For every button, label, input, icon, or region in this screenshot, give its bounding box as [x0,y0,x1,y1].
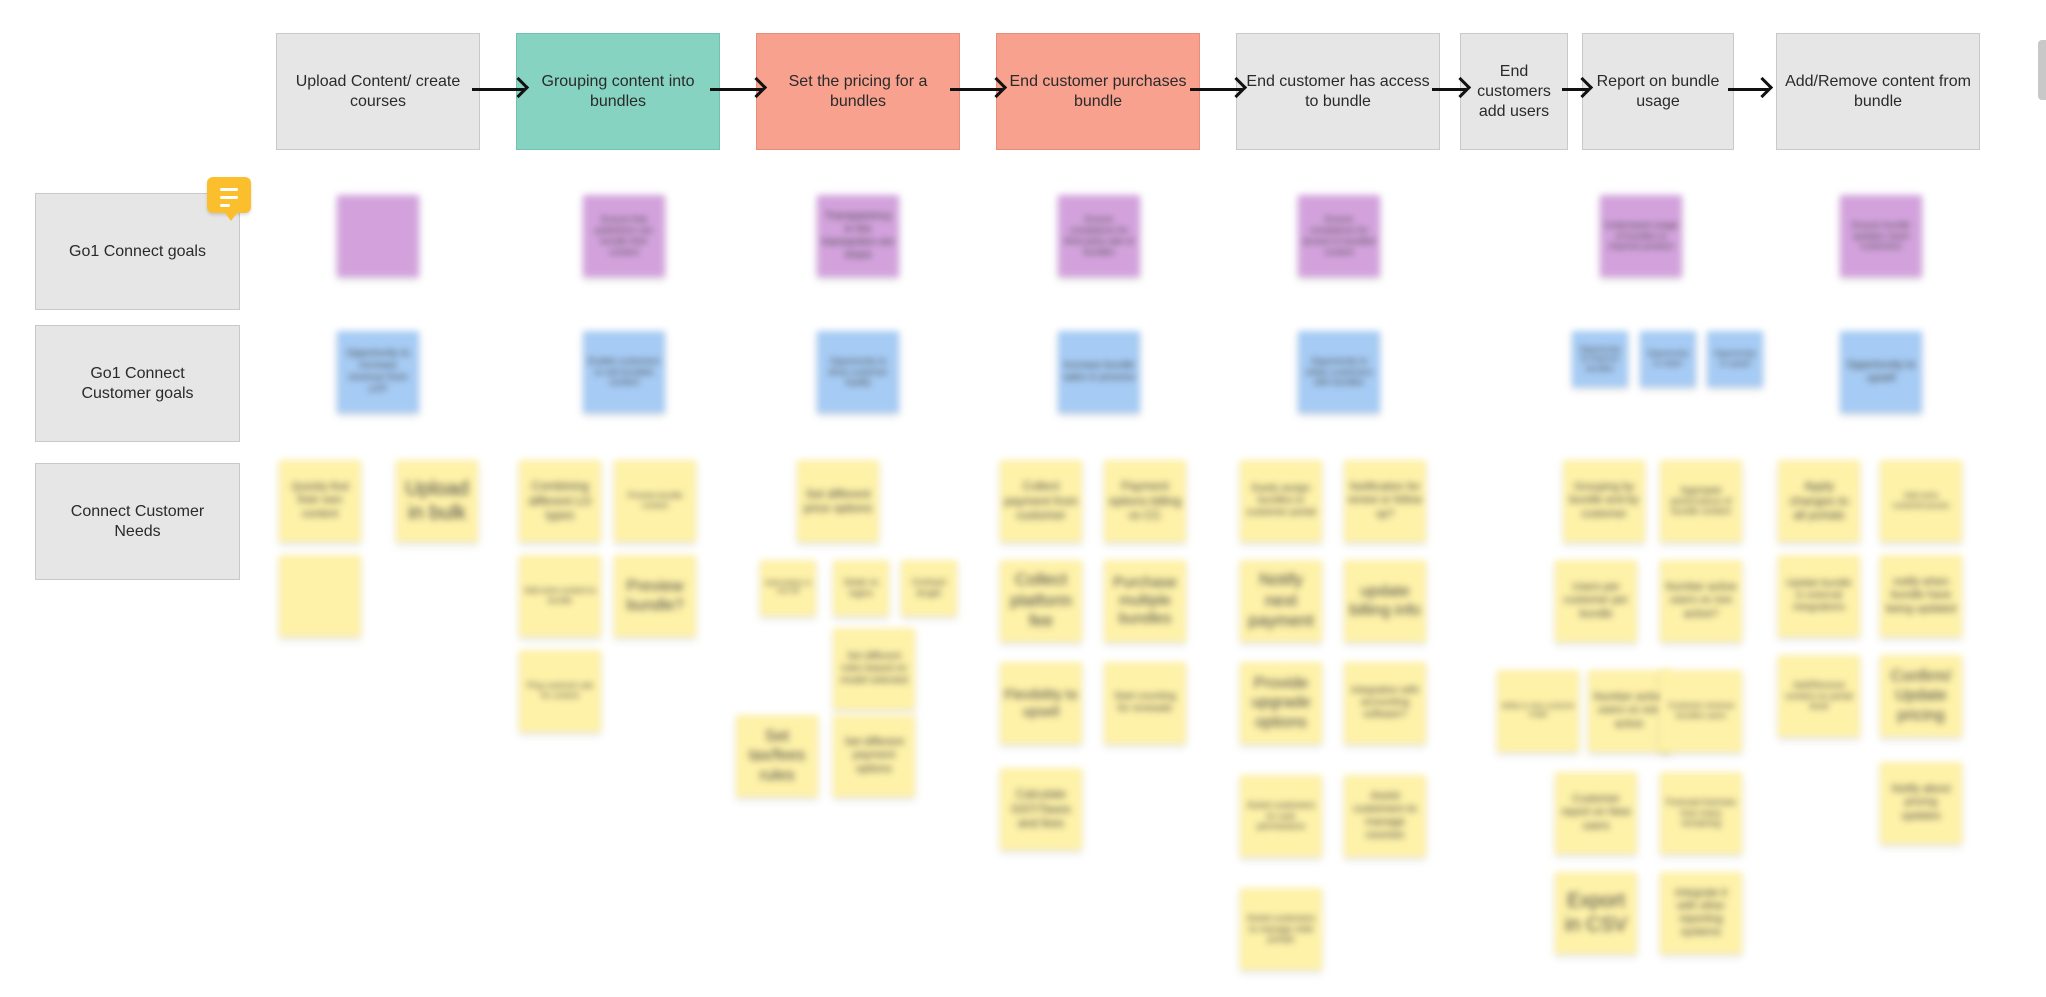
sticky-note-yellow[interactable]: Combining different LO types [519,460,601,542]
row-label-connect-goals: Go1 Connect goals [35,193,240,310]
sticky-note-blue[interactable]: Opportunity to increase revenue from LFP [337,331,419,413]
stage-add-users[interactable]: End customers add users [1460,33,1568,150]
sticky-note-yellow[interactable]: Update bundle in external integrations [1778,555,1860,637]
sticky-note-yellow[interactable]: Integrate it with other reporting system… [1660,872,1742,954]
stage-upload-content[interactable]: Upload Content/ create courses [276,33,480,150]
sticky-note-yellow[interactable]: Notify next payment [1240,560,1322,642]
sticky-note-yellow[interactable]: Ability to view customer usage [1497,670,1579,752]
sticky-note-yellow[interactable]: Aggregate performance of bundle content [1660,460,1742,542]
sticky-note-yellow[interactable]: Start counting for renewals [1104,662,1186,744]
sticky-note-yellow[interactable]: notify when bundle have being updated [1880,555,1962,637]
sticky-note-yellow[interactable]: Add extra content/courses [1880,460,1962,542]
sticky-note-yellow[interactable]: Forecast licenses how many remaining [1660,772,1742,854]
sticky-note-yellow[interactable]: Notify about pricing updates [1880,762,1962,844]
flow-arrow [710,88,762,91]
stage-grouping-content[interactable]: Grouping content into bundles [516,33,720,150]
row-label-customer-needs: Connect Customer Needs [35,463,240,580]
sticky-note-purple[interactable]: Transparency in the transaction rev shar… [817,195,899,277]
sticky-note-yellow[interactable]: Flexibility to upsell [1000,662,1082,744]
stage-customer-access[interactable]: End customer has access to bundle [1236,33,1440,150]
sticky-note-blue[interactable]: Enable customers to sell bundled content [583,331,665,413]
scrollbar-handle[interactable] [2038,40,2046,100]
flow-arrow [1190,88,1242,91]
flow-arrow [1728,88,1768,91]
sticky-note-blue[interactable]: Opportunity to upsell [1840,331,1922,413]
sticky-note-yellow[interactable]: Payment options billing vs CC [1104,460,1186,542]
sticky-note-yellow[interactable]: Users per customer per bundle [1555,560,1637,642]
flow-arrow [1562,88,1588,91]
flow-arrow [1432,88,1466,91]
sticky-note-yellow[interactable] [279,555,361,637]
sticky-note-yellow[interactable]: Set different payment options [833,715,915,797]
sticky-note-yellow[interactable]: Quickly find their own content [279,460,361,542]
sticky-note-yellow[interactable]: Upload in bulk [396,460,478,542]
sticky-note-yellow[interactable]: Export in CSV [1555,872,1637,954]
sticky-note-yellow[interactable]: Number active users vs non active [1588,670,1670,752]
sticky-note-yellow[interactable]: Customer report on New users [1555,772,1637,854]
sticky-note-blue[interactable]: Opportunity to retain [1640,331,1696,387]
sticky-note-yellow[interactable]: Number active users vs non active? [1660,560,1742,642]
comment-icon[interactable] [207,177,251,221]
sticky-note-purple[interactable]: Understand usage of bundles to improve p… [1600,195,1682,277]
sticky-note-yellow[interactable]: Seats vs logins [833,560,889,616]
sticky-note-purple[interactable]: Ensure bundle updates reach customers [1840,195,1922,277]
stage-set-pricing[interactable]: Set the pricing for a bundles [756,33,960,150]
sticky-note-yellow[interactable]: Customer revenue bundles users [1660,670,1742,752]
sticky-note-yellow[interactable]: Preview bundle? [614,555,696,637]
sticky-note-yellow[interactable]: update billing info [1344,560,1426,642]
sticky-note-yellow[interactable]: Easily assign bundles to customer portal [1240,460,1322,542]
stage-report-usage[interactable]: Report on bundle usage [1582,33,1734,150]
sticky-note-purple[interactable]: Ensure compliance for access to bundled … [1298,195,1380,277]
sticky-note-blue[interactable]: Opportunity to improve bundles [1572,331,1628,387]
sticky-note-yellow[interactable]: Purchase multiple bundles [1104,560,1186,642]
sticky-note-blue[interactable]: Opportunity to drive customer loyalty [817,331,899,413]
sticky-note-yellow[interactable]: Calculate GST/Taxes and fees [1000,768,1082,850]
sticky-note-blue[interactable]: Opportunity to upsell [1707,331,1763,387]
sticky-note-yellow[interactable]: Subscription or one-off [760,560,816,616]
sticky-note-yellow[interactable]: Assist customers to manage child portals [1240,888,1322,970]
sticky-note-yellow[interactable]: Apply changes to all portals [1778,460,1860,542]
sticky-note-purple[interactable]: Ensure compliance for third party sale o… [1058,195,1140,277]
sticky-note-yellow[interactable]: Provide upgrade options [1240,662,1322,744]
sticky-note-yellow[interactable]: Set tax/fees rules [736,715,818,797]
sticky-note-purple[interactable]: Ensure that publishers can bundle their … [583,195,665,277]
sticky-note-yellow[interactable]: Add/Remove content on portal level [1778,655,1860,737]
row-label-customer-goals: Go1 Connect Customer goals [35,325,240,442]
sticky-note-yellow[interactable]: Collect platform fee [1000,560,1082,642]
sticky-note-yellow[interactable]: Ping customer ask for content [519,650,601,732]
sticky-note-yellow[interactable]: Assist customers on user permissions [1240,775,1322,857]
flow-arrow [950,88,1002,91]
sticky-note-blue[interactable]: Opportunity to retain customers with bun… [1298,331,1380,413]
sticky-note-yellow[interactable]: Collect payment from customer [1000,460,1082,542]
sticky-note-yellow[interactable]: Preview bundle content [614,460,696,542]
sticky-note-yellow[interactable]: Set different rules based on model selec… [833,628,915,710]
stage-add-remove-content[interactable]: Add/Remove content from bundle [1776,33,1980,150]
sticky-note-yellow[interactable]: Set different price options [797,460,879,542]
sticky-note-yellow[interactable]: Notification for renew or follow up? [1344,460,1426,542]
sticky-note-yellow[interactable]: Add extra content to bundle [519,555,601,637]
sticky-note-yellow[interactable]: Grouping by bundle and by customer [1563,460,1645,542]
sticky-note-yellow[interactable]: Contract length [901,560,957,616]
sticky-note-yellow[interactable]: Assist customers to manage courses [1344,775,1426,857]
sticky-note-yellow[interactable]: Integration with accounting software? [1344,662,1426,744]
sticky-note-purple[interactable] [337,195,419,277]
sticky-note-yellow[interactable]: Confirm/ Update pricing [1880,655,1962,737]
sticky-note-blue[interactable]: Increase bundle sales in process [1058,331,1140,413]
stage-customer-purchases[interactable]: End customer purchases bundle [996,33,1200,150]
flow-arrow [472,88,524,91]
